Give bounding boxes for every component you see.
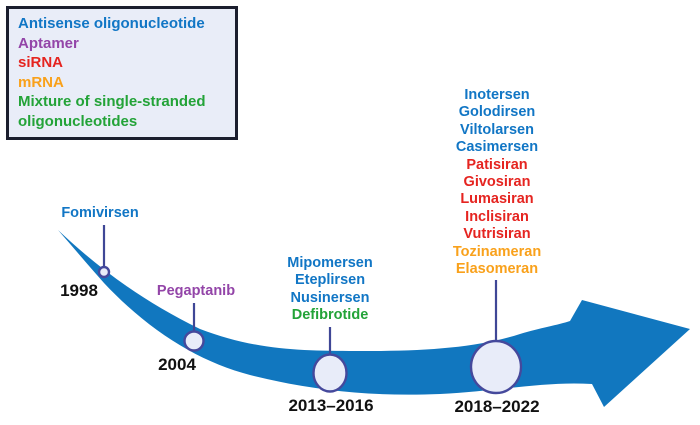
legend-item: mRNA	[18, 73, 64, 91]
drug-label: Patisiran	[466, 156, 528, 173]
milestone-year-1998: 1998	[60, 281, 98, 300]
node-2018-2022	[469, 339, 523, 395]
drug-label: Fomivirsen	[61, 205, 139, 221]
drug-label: Inotersen	[464, 87, 530, 103]
drug-label: Pegaptanib	[156, 283, 236, 299]
drug-label: Mipomersen	[287, 255, 373, 271]
drug-label: Viltolarsen	[460, 121, 534, 138]
drug-label: Inclisiran	[465, 208, 529, 225]
node-2013-2016	[312, 353, 348, 393]
drug-label: Lumasiran	[460, 191, 534, 208]
drug-label: Golodirsen	[458, 104, 536, 121]
drug-label: Nusinersen	[290, 289, 370, 306]
milestone-year-2004: 2004	[158, 355, 196, 374]
drug-label: Givosiran	[463, 174, 531, 191]
legend-item: siRNA	[18, 54, 64, 71]
drug-label: Vutrisiran	[463, 226, 531, 243]
drug-label: Elasomeran	[455, 261, 539, 278]
milestone-year-2018-2022: 2018–2022	[454, 397, 540, 416]
milestone-drugs-1998: Fomivirsen	[61, 205, 138, 222]
drug-label: Eteplirsen	[294, 272, 366, 289]
drug-label: Defibrotide	[291, 307, 369, 324]
drug-label: Tozinameran	[452, 243, 542, 260]
legend-item: Aptamer	[18, 34, 79, 52]
timeline-arrow	[58, 230, 690, 407]
legend-item: Antisense oligonucleotide	[18, 15, 205, 32]
milestone-drugs-2004: Pegaptanib	[157, 283, 235, 300]
node-1998	[97, 265, 111, 279]
node-2004	[183, 330, 205, 352]
legend-item: Mixture of single-stranded oligonucleoti…	[18, 93, 206, 130]
milestone-year-2013-2016: 2013–2016	[288, 396, 374, 415]
drug-label: Casimersen	[455, 139, 539, 156]
